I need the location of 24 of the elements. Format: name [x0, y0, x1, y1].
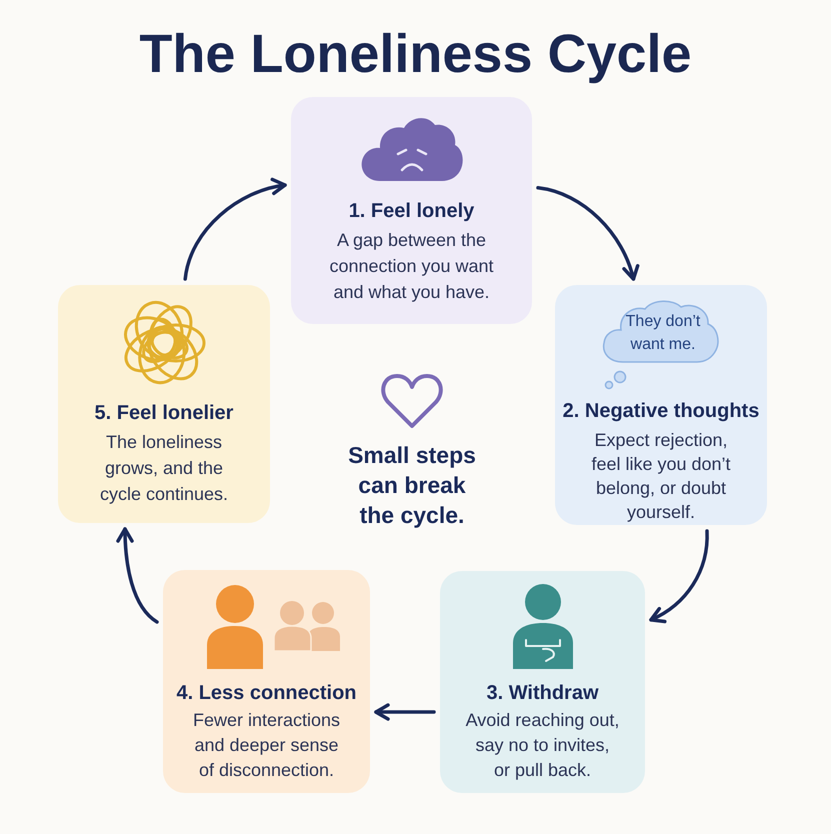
step-title: 2. Negative thoughts [562, 399, 760, 424]
step-title: 5. Feel lonelier [94, 401, 234, 426]
title: The Loneliness Cycle [138, 23, 693, 86]
step-description: The loneliness grows, and the cycle continues. [98, 431, 230, 506]
thought-bubble [601, 298, 721, 390]
step-title: 4. Less connection [176, 681, 357, 706]
step-description: Expect rejection, feel like you don’t belong, or doubt yourself. [590, 429, 732, 524]
arrow [116, 527, 159, 624]
center-message: Small steps can break the cycle. [347, 441, 477, 530]
arrow [374, 703, 436, 721]
step-card [58, 285, 270, 523]
step-title: 1. Feel lonely [348, 199, 474, 224]
step-card [555, 285, 767, 525]
step-description: Fewer interactions and deeper sense of disconnection. [192, 709, 342, 782]
step-card [291, 97, 532, 324]
step-description: A gap between the connection you want and what you have. [328, 229, 495, 304]
step-title: 3. Withdraw [486, 681, 599, 706]
step-description: Avoid reaching out, say no to invites, or pull back. [465, 709, 620, 782]
arrow [649, 529, 709, 623]
arrow [536, 186, 639, 281]
thought-text: They don’t want me. [624, 312, 702, 355]
arrow [183, 178, 287, 281]
step-card [440, 571, 645, 793]
step-card [163, 570, 370, 793]
